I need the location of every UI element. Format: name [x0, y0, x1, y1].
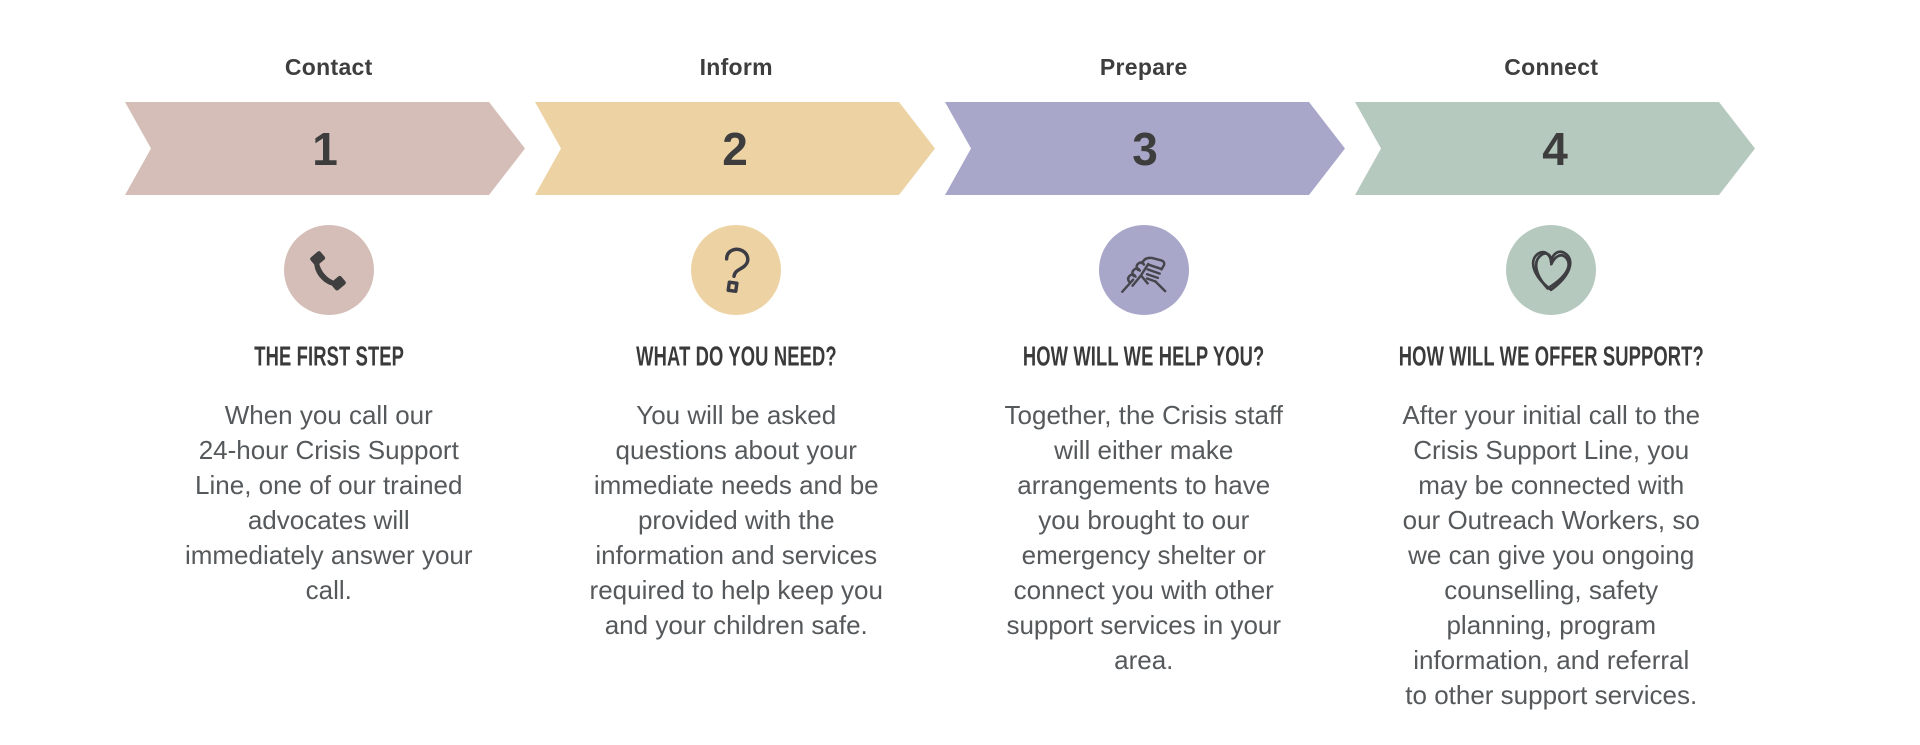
step-column-inform: WHAT DO YOU NEED? You will be asked ques…: [533, 225, 941, 713]
step-column-connect: HOW WILL WE OFFER SUPPORT? After your in…: [1348, 225, 1756, 713]
step-heading: HOW WILL WE OFFER SUPPORT?: [1398, 340, 1704, 372]
step-heading: WHAT DO YOU NEED?: [635, 340, 837, 372]
step-column-contact: THE FIRST STEP When you call our 24-hour…: [125, 225, 533, 713]
step-body-text: You will be asked questions about your i…: [589, 400, 883, 640]
chevron-banner-row: 1 2 3 4: [125, 102, 1755, 195]
heart-icon: [1523, 242, 1579, 298]
step-number: 3: [1132, 122, 1158, 175]
phone-icon: [304, 245, 354, 295]
step-label-contact: Contact: [284, 54, 373, 80]
step-body-text: When you call our 24-hour Crisis Support…: [184, 400, 473, 605]
step-number: 1: [312, 122, 338, 175]
step-label-connect: Connect: [1504, 54, 1599, 80]
question-mark-icon-circle: [691, 225, 782, 315]
question-mark-icon: [710, 244, 762, 296]
step-column-prepare: HOW WILL WE HELP YOU? Together, the Cris…: [940, 225, 1348, 713]
step-label-inform: Inform: [699, 54, 773, 80]
step-heading: HOW WILL WE HELP YOU?: [1022, 340, 1265, 372]
heart-icon-circle: [1506, 225, 1597, 315]
step-body-text: After your initial call to the Crisis Su…: [1402, 400, 1701, 710]
chevron-step-4: 4: [1355, 102, 1755, 195]
chevron-step-2: 2: [535, 102, 935, 195]
step-details-row: THE FIRST STEP When you call our 24-hour…: [125, 225, 1755, 713]
chevron-step-3: 3: [945, 102, 1345, 195]
process-flow: Contact Inform Prepare Connect 1 2 3 4: [125, 0, 1755, 713]
step-number: 4: [1542, 122, 1568, 175]
step-number: 2: [722, 122, 748, 175]
clasped-hands-icon: [1115, 241, 1173, 299]
step-label-prepare: Prepare: [1099, 54, 1188, 80]
step-labels-row: Contact Inform Prepare Connect: [125, 52, 1755, 82]
phone-icon-circle: [283, 225, 374, 315]
step-body-text: Together, the Crisis staff will either m…: [1004, 400, 1283, 675]
chevron-step-1: 1: [125, 102, 525, 195]
clasped-hands-icon-circle: [1098, 225, 1189, 315]
step-heading: THE FIRST STEP: [253, 340, 404, 372]
